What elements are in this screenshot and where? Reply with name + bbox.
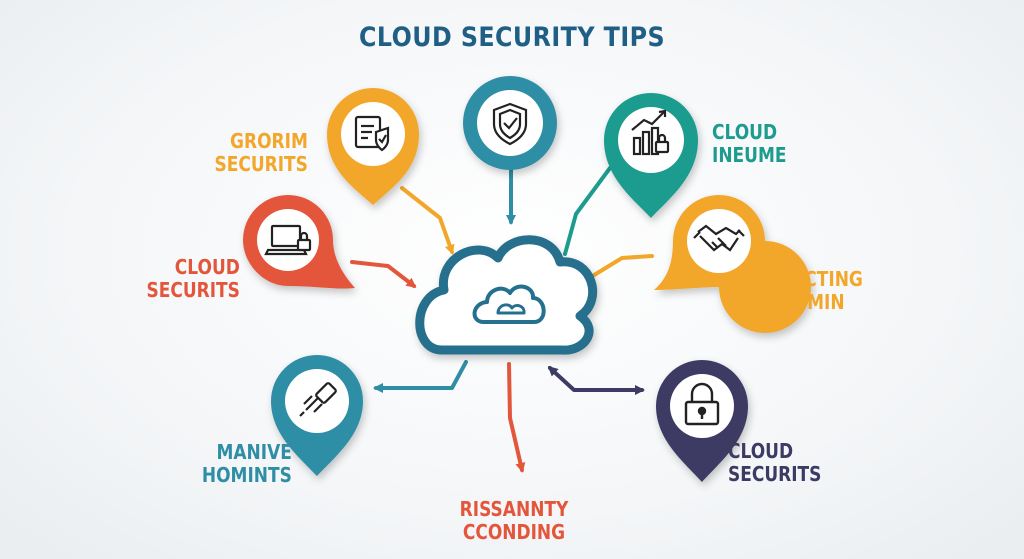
document-shield-icon — [354, 115, 390, 152]
shield-check-icon — [492, 102, 528, 146]
label-bottom-left-line2: HOMINTS — [202, 463, 292, 487]
connector-bottom-left — [373, 360, 468, 393]
connector-mid-right — [583, 254, 654, 282]
label-mid-right: TRECTING SKOMIN — [768, 268, 863, 314]
central-cloud — [415, 235, 598, 355]
pin-top-right[interactable] — [604, 93, 698, 218]
pin-mid-right[interactable] — [654, 195, 811, 333]
handshake-icon — [693, 224, 745, 252]
label-top-left-line2: SECURITS — [214, 152, 308, 176]
pin-top-center[interactable] — [463, 76, 557, 170]
pin-bottom-left[interactable] — [271, 355, 363, 476]
padlock-icon — [684, 382, 720, 426]
label-bottom-center: RISSANNTY CCONDING — [438, 498, 591, 544]
label-bottom-center-line1: RISSANNTY — [459, 497, 569, 521]
laptop-lock-icon — [264, 224, 312, 256]
label-bottom-center-line2: CCONDING — [462, 520, 566, 544]
label-bottom-left: MANIVE HOMINTS — [202, 441, 292, 487]
label-top-right-line2: INEUME — [712, 143, 787, 167]
label-bottom-right-line2: SECURITS — [728, 462, 822, 486]
label-mid-right-line2: SKOMIN — [768, 290, 845, 314]
label-bottom-left-line1: MANIVE — [216, 440, 292, 464]
label-mid-left: CLOUD SECURITS — [147, 256, 240, 302]
label-top-right: CLOUD INEUME — [712, 121, 787, 167]
label-top-right-line1: CLOUD — [712, 120, 778, 144]
label-mid-left-line2: SECURITS — [146, 278, 240, 302]
cloud-inner-icon — [472, 284, 546, 324]
label-bottom-right: CLOUD SECURITS — [728, 440, 821, 486]
label-mid-right-line1: TRECTING — [768, 267, 863, 291]
connector-top-left — [400, 186, 455, 255]
label-top-left: GRORIM SECURITS — [215, 130, 308, 176]
usb-plug-icon — [299, 382, 337, 417]
connector-mid-left — [350, 260, 417, 288]
connector-bottom-center — [507, 362, 526, 473]
label-bottom-right-line1: CLOUD — [728, 439, 794, 463]
growth-chart-lock-icon — [631, 109, 670, 156]
diagram-title: CLOUD SECURITY TIPS — [358, 22, 666, 53]
connector-bottom-right — [547, 365, 645, 395]
label-mid-left-line1: CLOUD — [174, 255, 240, 279]
label-top-left-line1: GRORIM — [230, 129, 308, 153]
connector-top-right — [563, 166, 612, 256]
